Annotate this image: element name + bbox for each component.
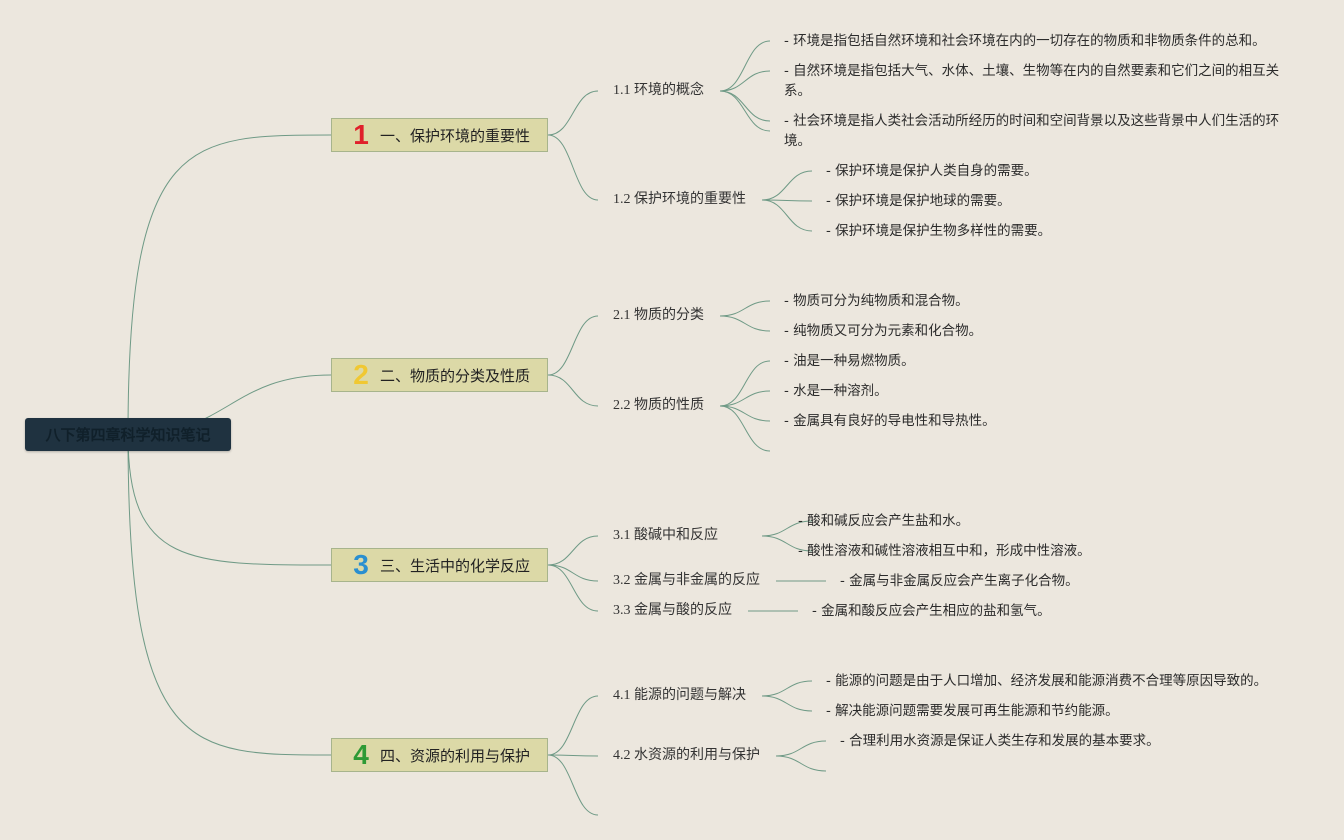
- sub-4-2[interactable]: 4.2 水资源的利用与保护: [613, 748, 760, 763]
- connector-b4-s3: [547, 754, 599, 816]
- leaf-3-1-2[interactable]: - 酸性溶液和碱性溶液相互中和，形成中性溶液。: [798, 543, 1091, 559]
- connector-b2-s2: [547, 374, 599, 407]
- connector-b4-s1: [547, 695, 599, 756]
- connector-leaf-4-1: [761, 535, 813, 552]
- connector-leaf-3-3: [719, 405, 771, 452]
- branch-2-number-icon: 2: [353, 359, 369, 390]
- connector-b3-s3: [547, 564, 599, 612]
- connector-leaf-1-0: [761, 170, 813, 201]
- connector-leaf-0-3: [719, 90, 771, 132]
- branch-3-number-icon: 3: [353, 549, 369, 580]
- leaf-2-2-1[interactable]: - 油是一种易燃物质。: [784, 353, 915, 369]
- leaf-2-2-3[interactable]: - 金属具有良好的导电性和导热性。: [784, 413, 996, 429]
- leaf-3-1-1[interactable]: - 酸和碱反应会产生盐和水。: [798, 513, 970, 529]
- connector-leaf-5-1: [761, 695, 813, 712]
- connector-b3-s2: [547, 564, 599, 582]
- connector-leaf-4-0: [761, 520, 813, 537]
- branch-4-number-icon: 4: [353, 739, 369, 770]
- sub-2-1[interactable]: 2.1 物质的分类: [613, 308, 704, 323]
- connector-leaf-6-1: [775, 755, 827, 772]
- leaf-3-3-1[interactable]: - 金属和酸反应会产生相应的盐和氢气。: [812, 603, 1051, 619]
- connector-leaf-0-1: [719, 70, 771, 92]
- connector-leaf-0-2: [719, 90, 771, 122]
- sub-3-2[interactable]: 3.2 金属与非金属的反应: [613, 573, 760, 588]
- branch-3-node[interactable]: 3 三、生活中的化学反应: [331, 548, 548, 582]
- connector-root-b4: [127, 434, 332, 756]
- leaf-1-1-3[interactable]: - 社会环境是指人类社会活动所经历的时间和空间背景以及这些背景中人们生活的环境。: [784, 113, 1280, 149]
- branch-2-label: 二、物质的分类及性质: [380, 366, 531, 385]
- leaf-4-2-1[interactable]: - 合理利用水资源是保证人类生存和发展的基本要求。: [840, 733, 1160, 749]
- sub-1-2[interactable]: 1.2 保护环境的重要性: [613, 192, 746, 207]
- connector-root-b3: [127, 434, 332, 566]
- sub-1-1[interactable]: 1.1 环境的概念: [613, 83, 704, 98]
- connector-leaf-3-1: [719, 390, 771, 407]
- leaf-1-2-3[interactable]: - 保护环境是保护生物多样性的需要。: [826, 223, 1052, 239]
- leaf-3-2-1[interactable]: - 金属与非金属反应会产生离子化合物。: [840, 573, 1079, 589]
- leaf-4-1-1[interactable]: - 能源的问题是由于人口增加、经济发展和能源消费不合理等原因导致的。: [826, 673, 1268, 689]
- connector-b1-s2: [547, 134, 599, 201]
- sub-3-1[interactable]: 3.1 酸碱中和反应: [613, 528, 718, 543]
- leaf-2-1-1[interactable]: - 物质可分为纯物质和混合物。: [784, 293, 969, 309]
- branch-1-label: 一、保护环境的重要性: [380, 126, 531, 145]
- leaf-1-2-1[interactable]: - 保护环境是保护人类自身的需要。: [826, 163, 1038, 179]
- leaf-1-1-2[interactable]: - 自然环境是指包括大气、水体、土壤、生物等在内的自然要素和它们之间的相互关系。: [784, 63, 1280, 99]
- root-label: 八下第四章科学知识笔记: [45, 426, 211, 444]
- connector-b1-s1: [547, 90, 599, 136]
- connector-leaf-3-0: [719, 360, 771, 407]
- connector-b4-s2: [547, 754, 599, 757]
- leaf-1-1-1[interactable]: - 环境是指包括自然环境和社会环境在内的一切存在的物质和非物质条件的总和。: [784, 33, 1266, 49]
- connector-b3-s1: [547, 535, 599, 566]
- connector-b2-s1: [547, 315, 599, 376]
- branch-1-node[interactable]: 1 一、保护环境的重要性: [331, 118, 548, 152]
- connector-leaf-1-1: [761, 199, 813, 202]
- connector-leaf-5-0: [761, 680, 813, 697]
- sub-4-1[interactable]: 4.1 能源的问题与解决: [613, 688, 746, 703]
- connector-leaf-6-0: [775, 740, 827, 757]
- branch-3-label: 三、生活中的化学反应: [380, 556, 531, 575]
- connector-leaf-3-2: [719, 405, 771, 422]
- leaf-2-2-2[interactable]: - 水是一种溶剂。: [784, 383, 888, 399]
- sub-2-2[interactable]: 2.2 物质的性质: [613, 398, 704, 413]
- leaf-2-1-2[interactable]: - 纯物质又可分为元素和化合物。: [784, 323, 983, 339]
- connector-leaf-2-1: [719, 315, 771, 332]
- branch-4-node[interactable]: 4 四、资源的利用与保护: [331, 738, 548, 772]
- branch-4-label: 四、资源的利用与保护: [380, 746, 531, 765]
- leaf-4-1-2[interactable]: - 解决能源问题需要发展可再生能源和节约能源。: [826, 703, 1119, 719]
- connector-leaf-2-0: [719, 300, 771, 317]
- leaf-1-2-2[interactable]: - 保护环境是保护地球的需要。: [826, 193, 1011, 209]
- branch-2-node[interactable]: 2 二、物质的分类及性质: [331, 358, 548, 392]
- sub-3-3[interactable]: 3.3 金属与酸的反应: [613, 603, 732, 618]
- connector-leaf-1-2: [761, 199, 813, 232]
- root-node[interactable]: 八下第四章科学知识笔记: [25, 418, 231, 451]
- branch-1-number-icon: 1: [353, 119, 369, 150]
- connector-root-b1: [127, 134, 332, 436]
- connector-leaf-0-0: [719, 40, 771, 92]
